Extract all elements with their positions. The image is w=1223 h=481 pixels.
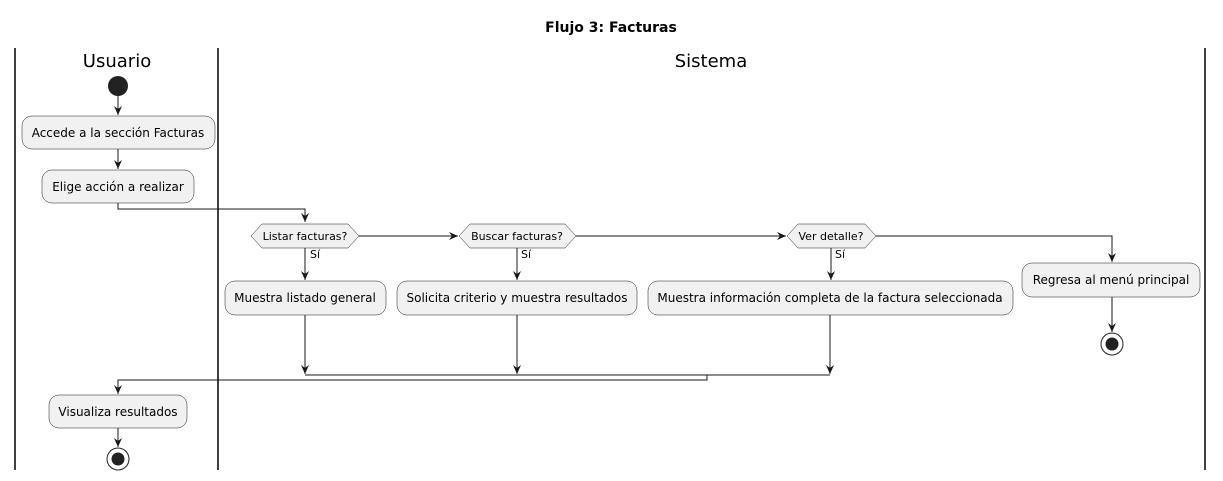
end-node-sistema xyxy=(1100,332,1124,356)
action-elige: Elige acción a realizar xyxy=(41,169,195,204)
start-node xyxy=(108,76,128,96)
action-accede: Accede a la sección Facturas xyxy=(21,115,216,150)
action-solicita: Solicita criterio y muestra resultados xyxy=(396,280,638,316)
action-visualiza: Visualiza resultados xyxy=(48,394,188,429)
guard-si-detalle: Sí xyxy=(835,248,846,261)
decision-listar-label: Listar facturas? xyxy=(263,230,348,243)
edge-merge-visualiza xyxy=(114,375,708,394)
decision-detalle: Ver detalle? xyxy=(786,223,877,249)
guard-si-listar: Sí xyxy=(310,248,321,261)
decision-buscar-label: Buscar facturas? xyxy=(471,230,563,243)
action-solicita-label: Solicita criterio y muestra resultados xyxy=(407,291,628,305)
action-listado: Muestra listado general xyxy=(224,280,387,316)
edge-detalle-regresa xyxy=(876,235,1116,262)
action-muestra-info-label: Muestra información completa de la factu… xyxy=(657,291,1002,305)
lane-sistema-title: Sistema xyxy=(675,51,748,72)
action-muestra-info: Muestra información completa de la factu… xyxy=(647,280,1014,316)
action-listado-label: Muestra listado general xyxy=(234,291,376,305)
guard-si-buscar: Sí xyxy=(521,248,532,261)
action-visualiza-label: Visualiza resultados xyxy=(58,405,177,419)
action-elige-label: Elige acción a realizar xyxy=(52,180,184,194)
edge-elige-listar xyxy=(117,203,309,222)
decision-listar: Listar facturas? xyxy=(250,223,360,249)
decision-detalle-label: Ver detalle? xyxy=(799,230,864,243)
action-regresa-label: Regresa al menú principal xyxy=(1033,273,1190,287)
decision-buscar: Buscar facturas? xyxy=(458,223,577,249)
diagram-title: Flujo 3: Facturas xyxy=(545,20,677,36)
lane-usuario-title: Usuario xyxy=(83,51,151,72)
action-regresa: Regresa al menú principal xyxy=(1021,262,1201,298)
end-node-usuario xyxy=(106,447,130,471)
action-accede-label: Accede a la sección Facturas xyxy=(32,126,205,140)
